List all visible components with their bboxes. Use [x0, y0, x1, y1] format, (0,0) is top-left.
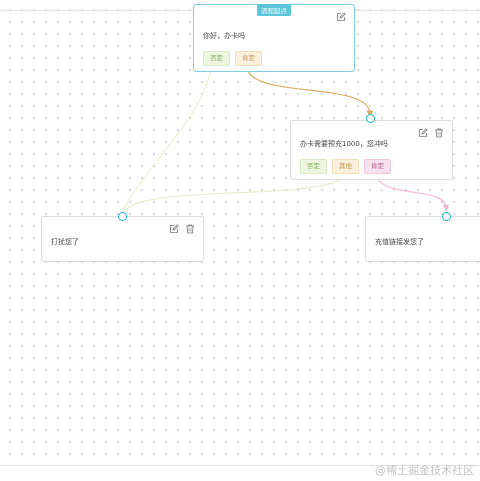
branch-tag-positive[interactable]: 肯定: [364, 159, 391, 174]
delete-icon[interactable]: [434, 128, 444, 138]
flow-node-prepay[interactable]: 办卡需要预充1000，您冲吗 否定 其他 肯定: [290, 120, 453, 180]
canvas-bottom-bar: [0, 465, 480, 481]
start-badge: 流程起点: [257, 4, 291, 16]
node-input-port[interactable]: [366, 114, 375, 123]
edge-n1-positive-to-n2: [246, 65, 374, 118]
edge-n2-negative-to-n3: [123, 179, 341, 213]
edit-icon[interactable]: [418, 128, 428, 138]
flow-node-recharge-link[interactable]: 充值链接发您了: [365, 216, 480, 262]
edge-n1-negative-to-n3: [121, 71, 211, 213]
watermark: @稀土掘金技术社区: [375, 464, 474, 477]
node-text: 办卡需要预充1000，您冲吗: [300, 140, 388, 148]
flow-node-start[interactable]: 流程起点 你好，办卡吗 否定 肯定: [193, 4, 355, 72]
edit-icon[interactable]: [169, 224, 179, 234]
node-input-port[interactable]: [118, 212, 127, 221]
delete-icon[interactable]: [185, 224, 195, 234]
node-text: 充值链接发您了: [375, 238, 424, 246]
branch-tag-negative[interactable]: 否定: [203, 51, 230, 66]
edit-icon[interactable]: [336, 12, 346, 22]
node-input-port[interactable]: [442, 212, 451, 221]
node-text: 你好，办卡吗: [203, 32, 245, 40]
node-text: 打扰您了: [51, 238, 79, 246]
flow-node-hangup[interactable]: 打扰您了: [41, 216, 204, 262]
branch-tag-negative[interactable]: 否定: [300, 159, 327, 174]
branch-tag-other[interactable]: 其他: [332, 159, 359, 174]
branch-tag-positive[interactable]: 肯定: [235, 51, 262, 66]
